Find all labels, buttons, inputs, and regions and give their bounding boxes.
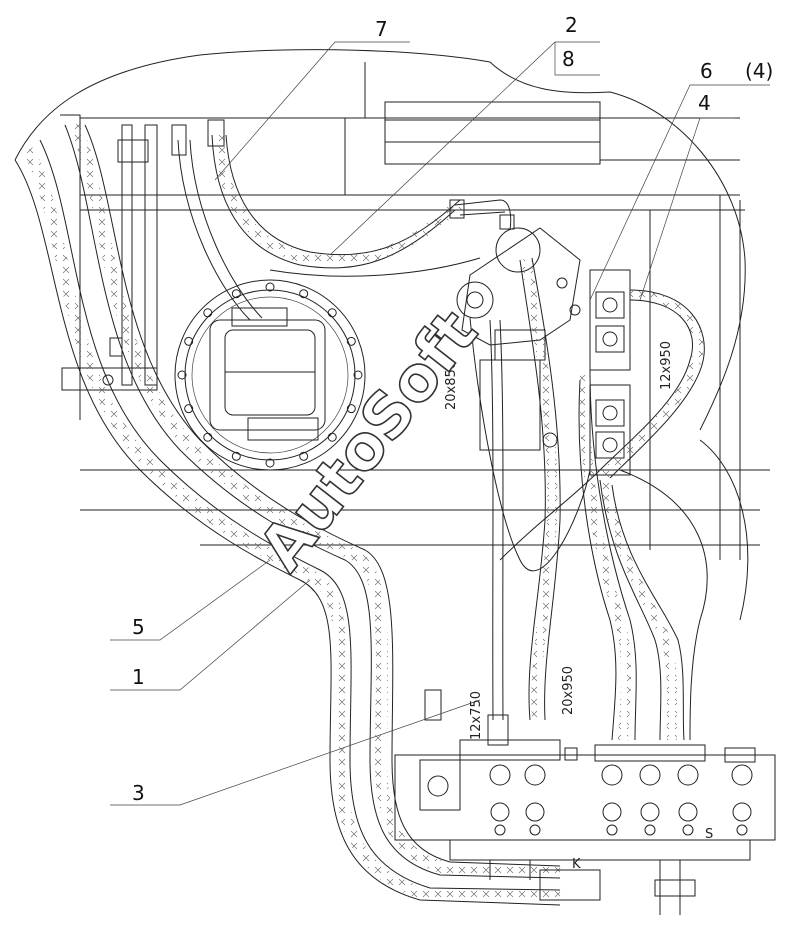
right-hoses [578, 369, 749, 741]
upper-hoses [171, 119, 515, 321]
callout-2: 2 [565, 13, 578, 37]
dim-12x950: 12x950 [659, 341, 674, 390]
flange-motor [174, 279, 366, 471]
callout-8: 8 [562, 47, 575, 71]
callout-3: 3 [132, 781, 145, 805]
frame-outline [14, 49, 770, 560]
valve-bank [394, 689, 776, 915]
dim-20x950: 20x950 [561, 666, 576, 715]
dim-20x850: 20x850 [444, 361, 459, 410]
mark-s: S [705, 827, 713, 842]
left-hose-bundle [14, 122, 561, 906]
right-valve-block [589, 269, 631, 476]
callout-5: 5 [132, 615, 145, 639]
mark-k: K [572, 857, 581, 872]
callout-6: 6 [700, 59, 713, 83]
callout-7: 7 [375, 17, 388, 41]
callout-1: 1 [132, 665, 145, 689]
callout-4-paren: (4) [745, 59, 773, 83]
dim-12x750: 12x750 [469, 691, 484, 740]
leader-lines [110, 41, 770, 806]
callout-4: 4 [698, 91, 711, 115]
center-hoses [469, 257, 705, 721]
